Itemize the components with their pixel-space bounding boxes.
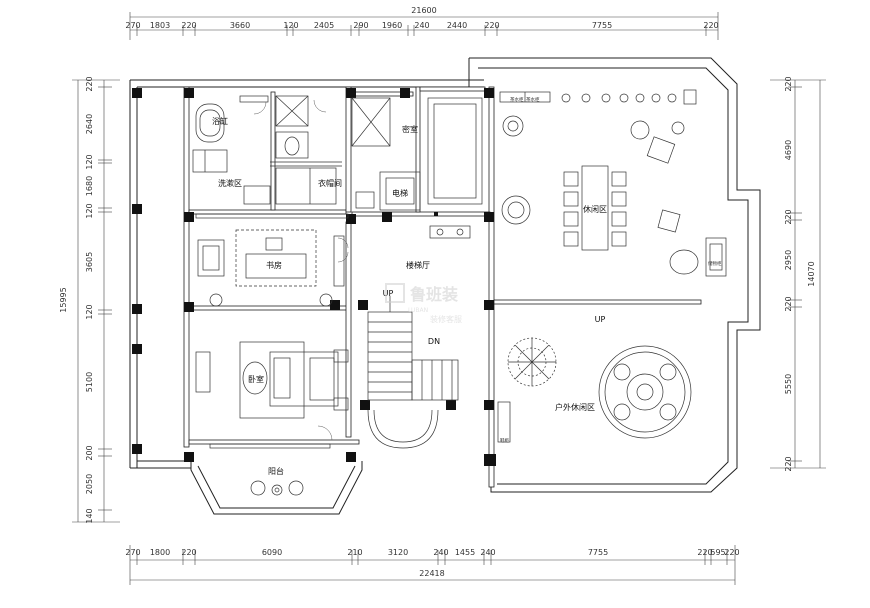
top-seg-label: 1803 — [150, 21, 170, 30]
left-seg-label: 5100 — [85, 372, 94, 392]
left-seg-label: 2640 — [85, 114, 94, 134]
left-seg-label: 3605 — [85, 252, 94, 272]
stair-down-label: DN — [428, 337, 440, 346]
right-seg-label: 220 — [784, 209, 793, 224]
room-label-stair-hall: 楼梯厅 — [406, 260, 430, 270]
bottom-seg-label: 6090 — [262, 548, 282, 557]
bottom-seg-label: 270 — [125, 548, 140, 557]
room-label-elevator: 电梯 — [392, 188, 408, 198]
room-label-study: 书房 — [266, 260, 282, 270]
left-seg-label: 140 — [85, 508, 94, 523]
stair-hall — [367, 225, 471, 449]
bottom-seg-label: 7755 — [588, 548, 608, 557]
top-seg-label: 7755 — [592, 21, 612, 30]
top-seg-label: 2405 — [314, 21, 334, 30]
terrace-up-label: UP — [595, 315, 606, 324]
bathtub — [192, 95, 349, 219]
room-label-wash-area: 洗漱区 — [218, 178, 242, 188]
right-seg-label: 2950 — [784, 250, 793, 270]
top-dimension-chain — [129, 12, 719, 40]
watermark-sub2: 装修客服 — [430, 314, 462, 324]
room-label-balcony: 阳台 — [268, 466, 284, 476]
bottom-seg-label: 1455 — [455, 548, 475, 557]
left-seg-label: 1680 — [85, 176, 94, 196]
bottom-seg-label: 1800 — [150, 548, 170, 557]
left-segment-labels: 220 2640 120 1680 120 3605 120 5100 200 … — [85, 76, 94, 523]
top-segment-labels: 270 1803 220 3660 120 2405 290 1960 240 … — [125, 21, 718, 30]
right-seg-label: 4690 — [784, 140, 793, 160]
top-seg-label: 220 — [484, 21, 499, 30]
cabinet-label-1: 茶水柜 — [510, 96, 524, 103]
bottom-seg-label: 240 — [433, 548, 448, 557]
right-segment-labels: 220 4690 220 2950 220 5550 220 — [784, 76, 793, 471]
right-dimension-chain — [770, 79, 826, 469]
top-total-dimension: 21600 — [411, 6, 436, 15]
door-swings — [253, 99, 349, 441]
right-total-dimension: 14070 — [807, 261, 816, 286]
room-label-bathtub: 浴缸 — [212, 116, 228, 126]
lounge-furniture — [499, 89, 727, 277]
room-label-lounge: 休闲区 — [583, 204, 607, 214]
top-seg-label: 290 — [353, 21, 368, 30]
bottom-seg-label: 220 — [181, 548, 196, 557]
top-seg-label: 270 — [125, 21, 140, 30]
left-seg-label: 120 — [85, 304, 94, 319]
watermark: 鲁班装 LUBAN 装修客服 — [385, 283, 462, 324]
top-seg-label: 220 — [703, 21, 718, 30]
left-seg-label: 200 — [85, 445, 94, 460]
bottom-seg-label: 240 — [480, 548, 495, 557]
left-seg-label: 220 — [85, 76, 94, 91]
interior-walls — [183, 86, 702, 488]
cabinet-label-3: 储物柜 — [708, 260, 722, 267]
room-label-secret-room: 密室 — [402, 124, 418, 134]
right-seg-label: 220 — [784, 456, 793, 471]
bottom-segment-labels: 270 1800 220 6090 210 3120 240 1455 240 … — [125, 548, 739, 557]
cabinet-label-4: 鞋柜 — [500, 437, 509, 444]
right-seg-label: 220 — [784, 76, 793, 91]
cabinet-label-2: 茶水柜 — [526, 96, 540, 103]
room-label-outdoor-lounge: 户外休闲区 — [555, 402, 595, 412]
bottom-seg-label: 210 — [347, 548, 362, 557]
room-label-cloakroom: 衣帽间 — [318, 178, 342, 188]
structural-columns — [132, 88, 496, 466]
bottom-seg-label: 220 — [697, 548, 712, 557]
bedroom-furniture — [195, 341, 349, 449]
left-seg-label: 2050 — [85, 474, 94, 494]
bottom-seg-label: 595 — [710, 548, 725, 557]
stair-up-label: UP — [383, 289, 394, 298]
room-label-bedroom: 卧室 — [248, 374, 264, 384]
bottom-total-dimension: 22418 — [419, 569, 444, 578]
bottom-dimension-chain — [129, 545, 736, 585]
study-furniture — [197, 229, 345, 307]
top-seg-label: 240 — [414, 21, 429, 30]
top-seg-label: 220 — [181, 21, 196, 30]
watermark-sub: LUBAN — [408, 307, 428, 314]
top-seg-label: 2440 — [447, 21, 467, 30]
top-seg-label: 3660 — [230, 21, 250, 30]
top-seg-label: 120 — [283, 21, 298, 30]
right-seg-label: 5550 — [784, 374, 793, 394]
bottom-seg-label: 220 — [724, 548, 739, 557]
right-seg-label: 220 — [784, 296, 793, 311]
left-dimension-chain — [72, 79, 120, 523]
balcony-furniture — [250, 480, 304, 496]
watermark-main: 鲁班装 — [409, 285, 458, 304]
secret-room-and-elevator — [351, 97, 483, 211]
top-seg-label: 1960 — [382, 21, 402, 30]
left-total-dimension: 15995 — [59, 287, 68, 312]
outdoor-lounge-furniture — [497, 337, 692, 443]
left-seg-label: 120 — [85, 154, 94, 169]
bottom-seg-label: 3120 — [388, 548, 408, 557]
left-seg-label: 120 — [85, 203, 94, 218]
